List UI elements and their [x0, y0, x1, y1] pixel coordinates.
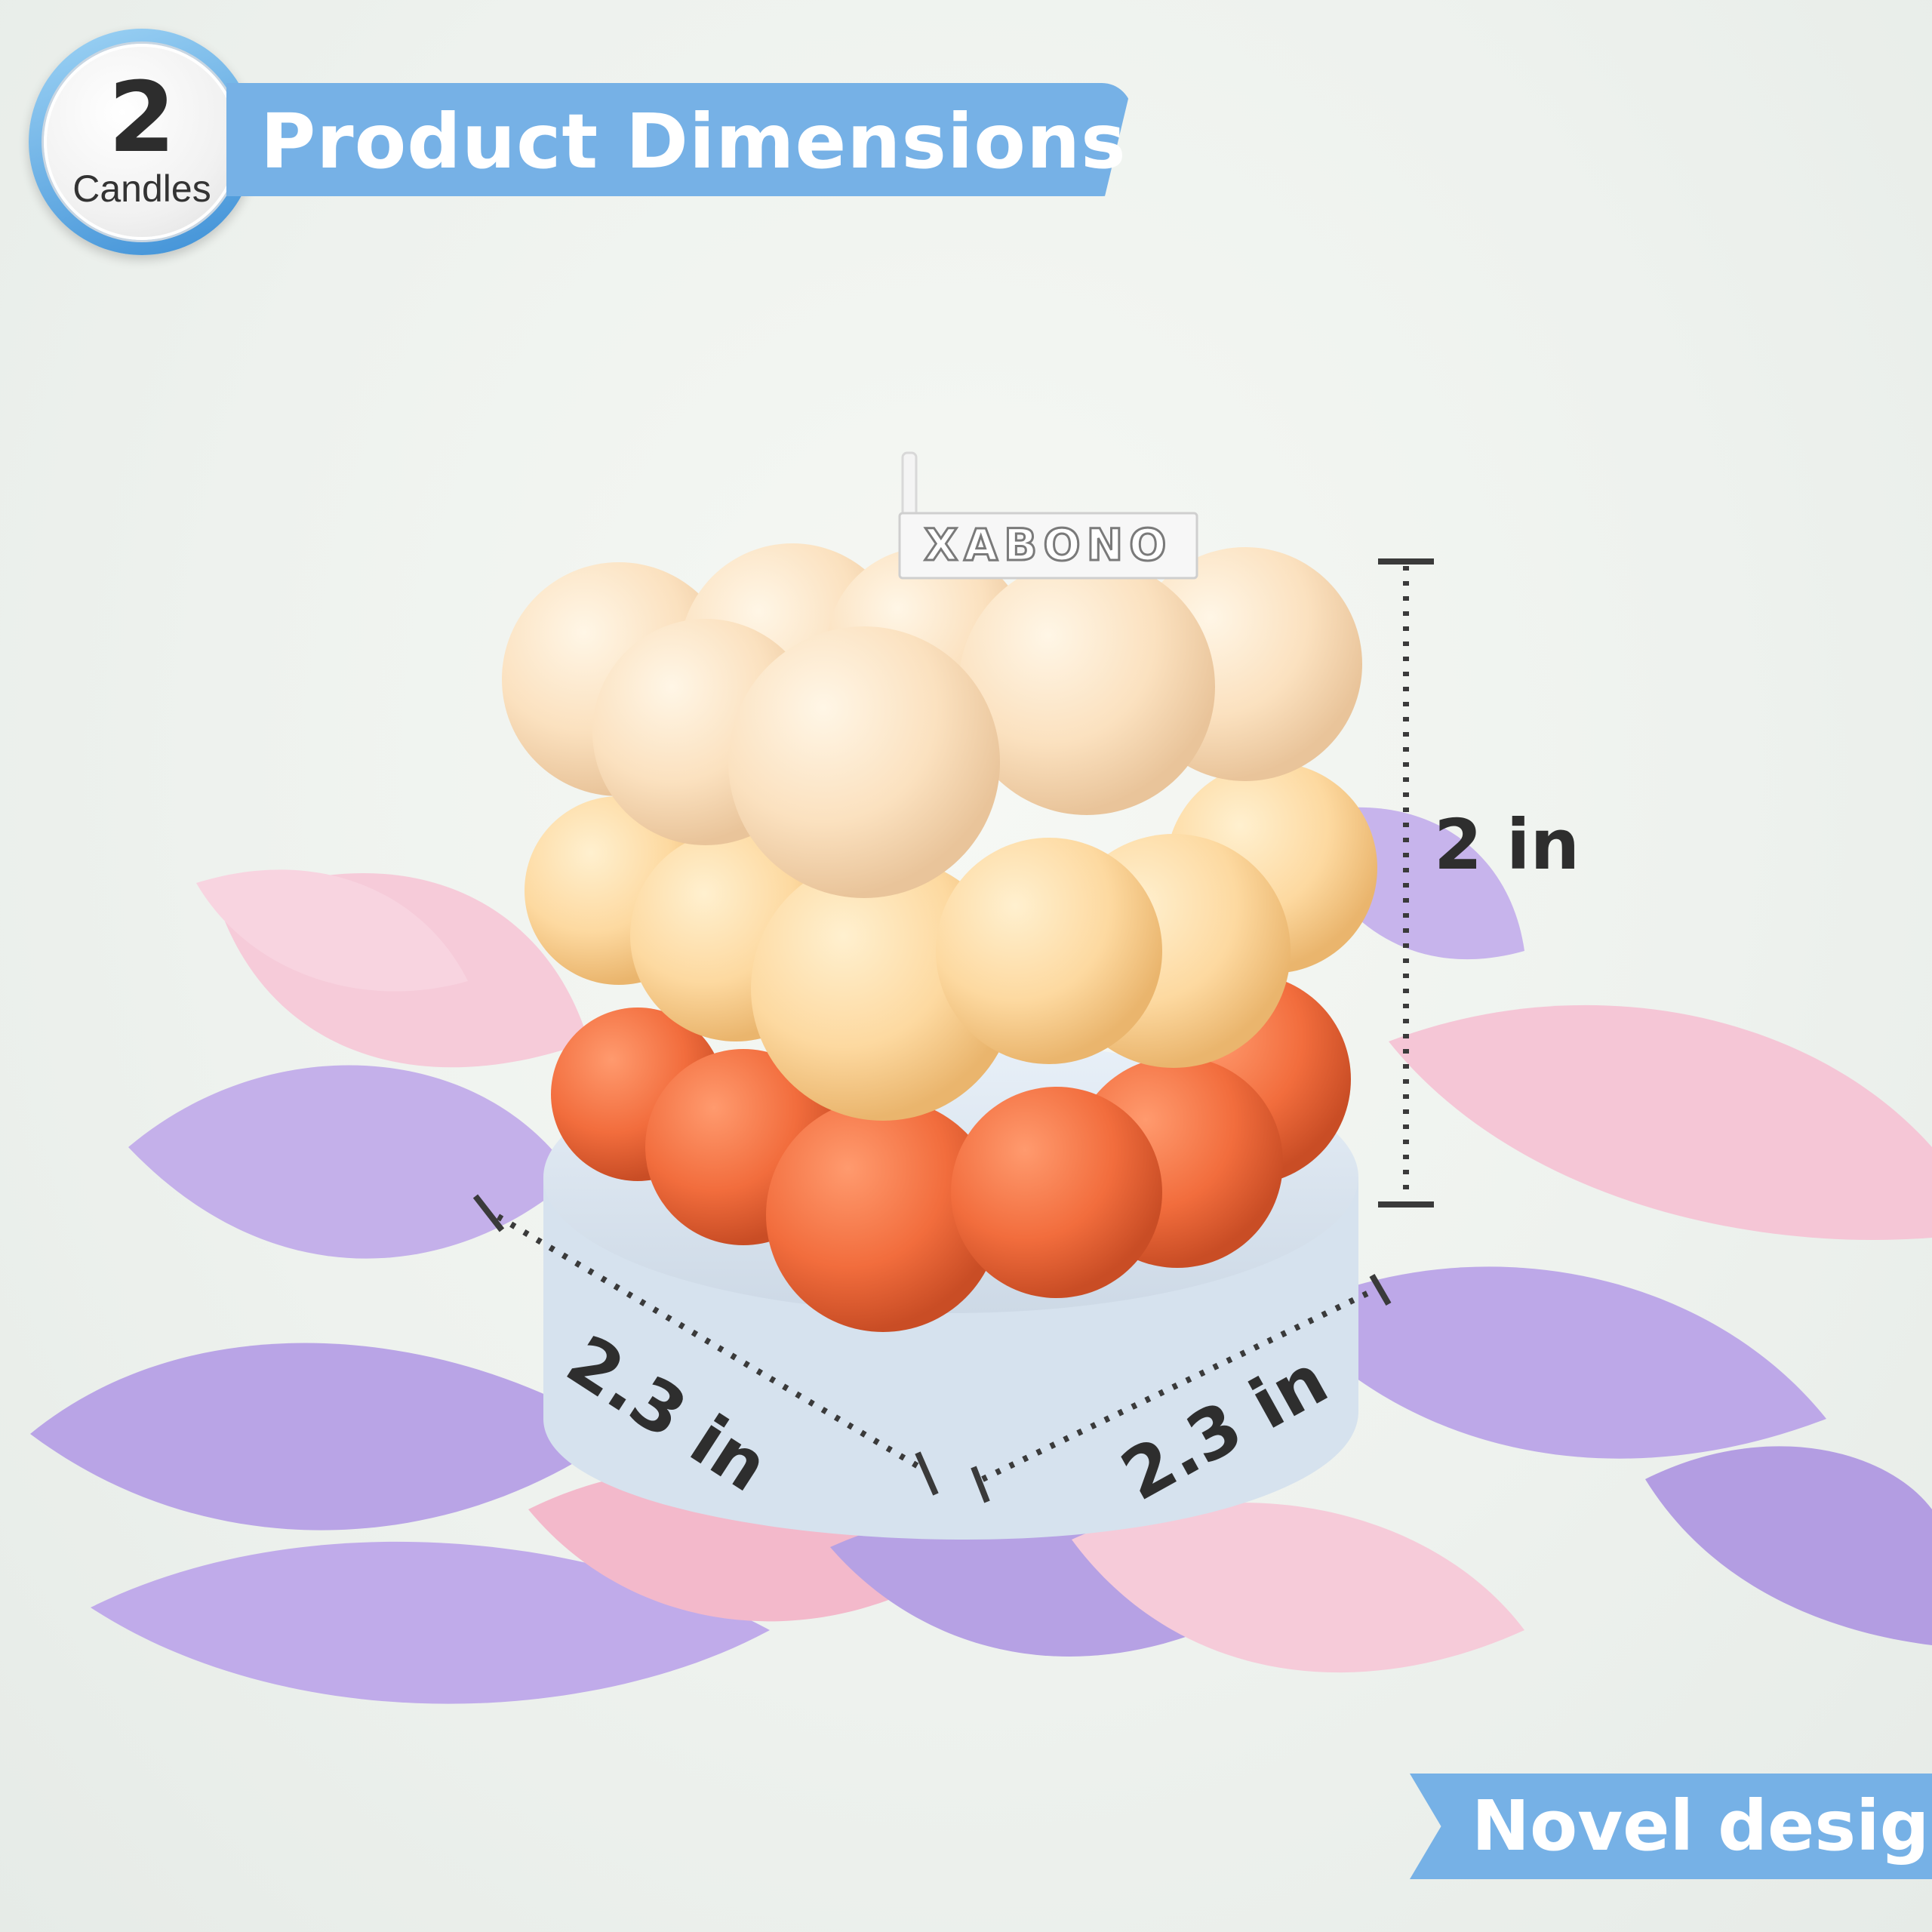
tagline-banner [1410, 1774, 1932, 1879]
leaf-pink-top-left [196, 869, 468, 992]
leaf-purple-far-right [1645, 1446, 1932, 1645]
height-measure-line [1378, 558, 1434, 1208]
tagline-text: Novel design [1472, 1786, 1932, 1866]
title-banner [226, 83, 1132, 196]
brand-tag-text: XABONO [924, 519, 1173, 571]
candle-top-layer [502, 543, 1362, 898]
candle-bottom-layer [551, 974, 1351, 1332]
leaf-purple-bottom [91, 1541, 770, 1704]
leaf-purple-left [128, 1065, 574, 1259]
leaf-pink-bottom-right [1072, 1503, 1524, 1673]
leaf-purple-right [1283, 1266, 1826, 1459]
candle-count-badge-inner: 2 Candles [44, 44, 240, 240]
width-measure-line [472, 1194, 939, 1496]
candle-middle-layer [525, 762, 1377, 1121]
depth-measure-line [971, 1273, 1392, 1503]
paper-leaves [30, 807, 1932, 1704]
candle-count-number: 2 [108, 62, 176, 174]
candle-count-label: Candles [72, 168, 211, 210]
height-label: 2 in [1434, 804, 1580, 885]
page-title: Product Dimensions [260, 97, 1127, 186]
brand-tag: XABONO [898, 512, 1198, 580]
leaf-pink-right [1389, 1004, 1932, 1240]
leaf-purple-left-low [30, 1343, 619, 1531]
